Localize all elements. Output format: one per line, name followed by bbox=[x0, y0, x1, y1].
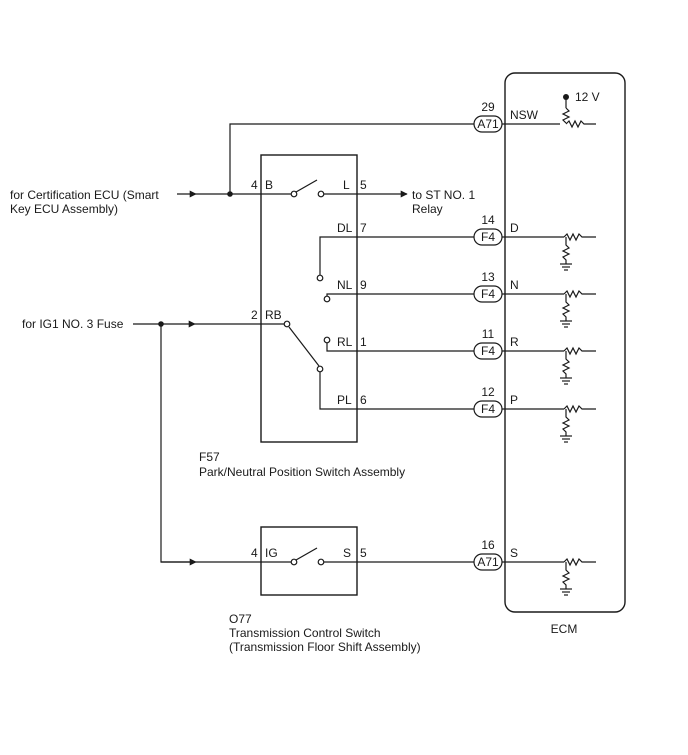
f57-pin-num-nl: 9 bbox=[360, 278, 367, 292]
ecm-r-input bbox=[559, 346, 596, 385]
ecm-d-input bbox=[559, 232, 596, 271]
dl-contact bbox=[316, 274, 324, 282]
connector-f4-r bbox=[473, 342, 503, 360]
ecm-signal-n: N bbox=[510, 278, 519, 292]
f57-switch-box bbox=[260, 154, 358, 443]
f57-pin-name-rb: RB bbox=[265, 308, 282, 322]
rb-blade bbox=[288, 326, 320, 367]
connector-label-r: F4 bbox=[481, 344, 495, 358]
ecm-box bbox=[504, 72, 626, 613]
relay-dest-line2: Relay bbox=[412, 202, 443, 216]
ecm-pullup-resistor bbox=[561, 107, 571, 124]
f57-pin-name-l: L bbox=[343, 178, 350, 192]
ecm-signal-s: S bbox=[510, 546, 518, 560]
f57-pin-name-pl: PL bbox=[337, 393, 352, 407]
connector-a71-s bbox=[473, 553, 503, 571]
ecm-nsw-input-resistor bbox=[565, 119, 596, 129]
connector-label-n: F4 bbox=[481, 287, 495, 301]
ecm-pin-nsw: 29 bbox=[481, 100, 495, 114]
f57-code: F57 bbox=[199, 450, 220, 464]
f57-pin-name-b: B bbox=[265, 178, 273, 192]
f57-pin-num-b: 4 bbox=[251, 178, 258, 192]
ecm-signal-nsw: NSW bbox=[510, 108, 539, 122]
connector-label-nsw: A71 bbox=[477, 117, 499, 131]
ecm-signal-r: R bbox=[510, 335, 519, 349]
switch-bl-contact-right bbox=[317, 190, 325, 198]
o77-pin-name-s: S bbox=[343, 546, 351, 560]
cert-ecu-label-line2: Key ECU Assembly) bbox=[10, 202, 118, 216]
ecm-pin-d: 14 bbox=[481, 213, 495, 227]
f57-pin-name-dl: DL bbox=[337, 221, 353, 235]
switch-ig-blade bbox=[295, 547, 318, 561]
ecm-p-input bbox=[559, 404, 596, 443]
f57-name: Park/Neutral Position Switch Assembly bbox=[199, 465, 405, 479]
f57-pin-num-rl: 1 bbox=[360, 335, 367, 349]
f57-pin-name-nl: NL bbox=[337, 278, 353, 292]
o77-name-line2: (Transmission Floor Shift Assembly) bbox=[229, 640, 421, 654]
o77-pin-num-ig: 4 bbox=[251, 546, 258, 560]
ecm-pin-r: 11 bbox=[482, 327, 495, 341]
wire-pl bbox=[319, 371, 476, 410]
pl-contact bbox=[316, 365, 324, 373]
connector-label-p: F4 bbox=[481, 402, 495, 416]
f57-pin-name-rl: RL bbox=[337, 335, 353, 349]
ecm-pin-s: 16 bbox=[481, 538, 495, 552]
wire-dl bbox=[319, 236, 476, 276]
o77-pin-num-s: 5 bbox=[360, 546, 367, 560]
switch-bl-contact-left bbox=[290, 190, 298, 198]
connector-label-s: A71 bbox=[477, 555, 499, 569]
f57-pin-num-rb: 2 bbox=[251, 308, 258, 322]
o77-switch-box bbox=[260, 526, 358, 596]
switch-ig-contact-right bbox=[317, 558, 325, 566]
ecm-voltage-label: 12 V bbox=[575, 90, 600, 104]
rb-pivot-contact bbox=[283, 320, 291, 328]
nl-contact bbox=[323, 295, 331, 303]
switch-ig-contact-left bbox=[290, 558, 298, 566]
wire-nsw bbox=[229, 123, 476, 194]
cert-ecu-label-line1: for Certification ECU (Smart bbox=[10, 188, 159, 202]
connector-a71-nsw bbox=[473, 115, 503, 133]
ecm-signal-d: D bbox=[510, 221, 519, 235]
connector-label-d: F4 bbox=[481, 230, 495, 244]
ecm-label: ECM bbox=[551, 622, 578, 636]
f57-pin-num-dl: 7 bbox=[360, 221, 367, 235]
ecm-pin-n: 13 bbox=[481, 270, 495, 284]
o77-name-line1: Transmission Control Switch bbox=[229, 626, 381, 640]
relay-dest-line1: to ST NO. 1 bbox=[412, 188, 475, 202]
connector-f4-d bbox=[473, 228, 503, 246]
switch-bl-blade bbox=[295, 179, 318, 193]
ecm-signal-p: P bbox=[510, 393, 518, 407]
f57-pin-num-l: 5 bbox=[360, 178, 367, 192]
connector-f4-p bbox=[473, 400, 503, 418]
o77-code: O77 bbox=[229, 612, 252, 626]
o77-pin-name-ig: IG bbox=[265, 546, 278, 560]
f57-pin-num-pl: 6 bbox=[360, 393, 367, 407]
ig1-fuse-label: for IG1 NO. 3 Fuse bbox=[22, 317, 124, 331]
ecm-s-input bbox=[559, 557, 596, 596]
wire-rl bbox=[326, 342, 476, 352]
ecm-pin-p: 12 bbox=[481, 385, 495, 399]
wire-ig1-to-o77 bbox=[160, 324, 195, 563]
connector-f4-n bbox=[473, 285, 503, 303]
rl-contact bbox=[323, 336, 331, 344]
ecm-n-input bbox=[559, 289, 596, 328]
